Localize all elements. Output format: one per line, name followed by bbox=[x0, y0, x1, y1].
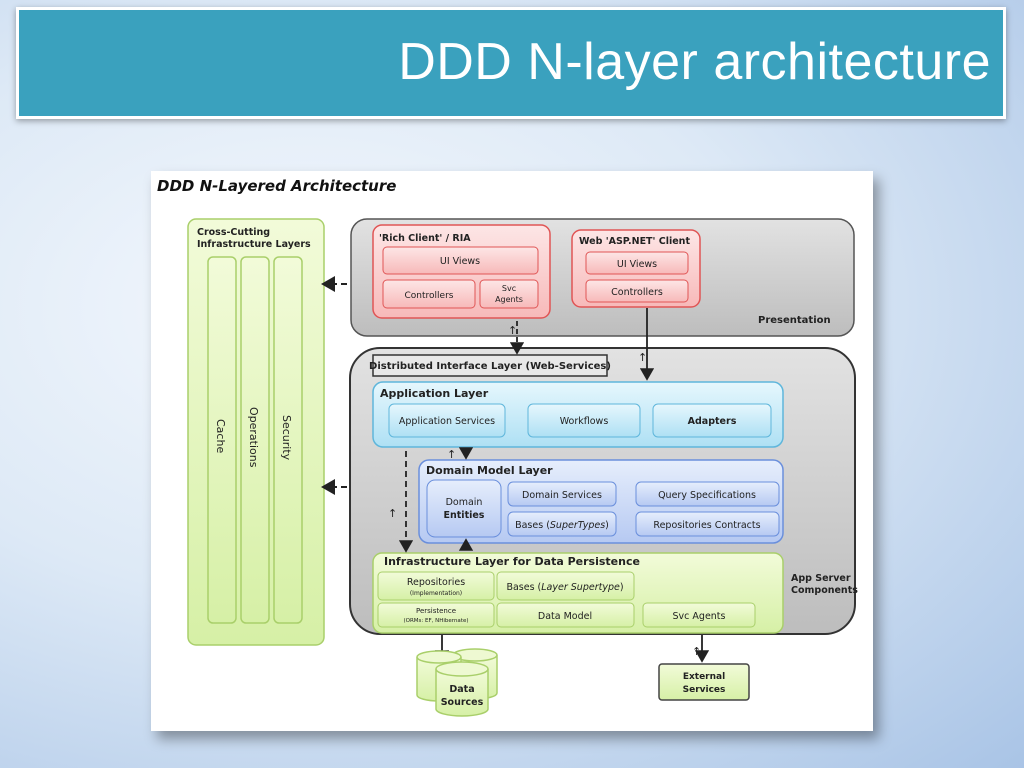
architecture-diagram: DDD N-Layered Architecture Cross-Cutting… bbox=[157, 177, 858, 717]
slide-title-bar: DDD N-layer architecture bbox=[16, 7, 1006, 119]
application-services-label: Application Services bbox=[399, 416, 495, 427]
web-client-title: Web 'ASP.NET' Client bbox=[579, 236, 690, 247]
domain-model-layer: Domain Model Layer Domain Entities Domai… bbox=[418, 459, 784, 544]
domain-entities-1: Domain bbox=[446, 497, 483, 508]
external-services-label-1: External bbox=[683, 672, 725, 682]
operations-label: Operations bbox=[247, 407, 260, 468]
svg-text:↑: ↑ bbox=[447, 448, 456, 461]
data-sources-label-2: Sources bbox=[441, 697, 484, 708]
web-client-box: Web 'ASP.NET' Client UI Views Controller… bbox=[571, 229, 701, 308]
rich-client-ui-views: UI Views bbox=[440, 256, 480, 267]
cross-cutting-title-1: Cross-Cutting bbox=[197, 227, 270, 238]
presentation-label: Presentation bbox=[758, 315, 831, 326]
svg-text:↑: ↑ bbox=[638, 351, 647, 364]
slide-title: DDD N-layer architecture bbox=[398, 33, 991, 91]
cache-label: Cache bbox=[214, 419, 227, 453]
web-client-ui-views: UI Views bbox=[617, 259, 657, 270]
external-services: External Services bbox=[658, 663, 750, 701]
application-layer: Application Layer Application Services W… bbox=[372, 381, 784, 448]
svg-text:↑: ↑ bbox=[388, 507, 397, 520]
workflows-label: Workflows bbox=[560, 416, 609, 427]
cross-cutting-layer: Cross-Cutting Infrastructure Layers Cach… bbox=[187, 218, 325, 646]
svg-text:↑: ↑ bbox=[508, 324, 517, 337]
infrastructure-layer: Infrastructure Layer for Data Persistenc… bbox=[372, 552, 784, 634]
repo-contracts-label: Repositories Contracts bbox=[653, 520, 760, 531]
small-up-arrows: ↑ ↑ ↑ ↑ ↑ bbox=[388, 324, 701, 658]
infra-bases-prefix: Bases ( bbox=[506, 582, 541, 593]
domain-layer-title: Domain Model Layer bbox=[426, 464, 553, 477]
diagram-panel: DDD N-Layered Architecture Cross-Cutting… bbox=[151, 171, 873, 731]
adapters-label: Adapters bbox=[688, 416, 737, 427]
svg-text:↑: ↑ bbox=[692, 645, 701, 658]
external-services-label-2: Services bbox=[683, 685, 726, 695]
infrastructure-title: Infrastructure Layer for Data Persistenc… bbox=[384, 555, 640, 568]
data-sources: Data Sources bbox=[416, 648, 498, 717]
distributed-interface-box: Distributed Interface Layer (Web-Service… bbox=[369, 354, 611, 377]
repositories-sub: (Implementation) bbox=[410, 590, 462, 597]
security-label: Security bbox=[280, 415, 293, 461]
domain-services-label: Domain Services bbox=[522, 490, 602, 501]
distributed-interface-label: Distributed Interface Layer (Web-Service… bbox=[369, 361, 611, 372]
web-client-controllers: Controllers bbox=[611, 287, 663, 298]
cross-cutting-title-2: Infrastructure Layers bbox=[197, 239, 311, 250]
domain-bases-suffix: ) bbox=[605, 520, 609, 531]
app-server-label-2: Components bbox=[791, 585, 858, 596]
domain-bases-prefix: Bases ( bbox=[515, 520, 550, 531]
rich-client-box: 'Rich Client' / RIA UI Views Controllers… bbox=[372, 224, 551, 319]
domain-bases-italic: SuperTypes bbox=[550, 520, 605, 531]
domain-entities-2: Entities bbox=[444, 510, 485, 521]
infra-bases-suffix: ) bbox=[620, 582, 624, 593]
rich-client-svc-agents-1: Svc bbox=[502, 284, 516, 293]
repositories-label: Repositories bbox=[407, 577, 465, 588]
rich-client-title: 'Rich Client' / RIA bbox=[379, 233, 471, 244]
infra-svc-agents-label: Svc Agents bbox=[673, 611, 726, 622]
diagram-title: DDD N-Layered Architecture bbox=[157, 177, 396, 195]
persistence-sub: (ORMs: EF, NHibernate) bbox=[403, 618, 468, 624]
rich-client-svc-agents-2: Agents bbox=[495, 295, 523, 304]
app-server-label-1: App Server bbox=[791, 573, 851, 584]
application-layer-title: Application Layer bbox=[380, 387, 489, 400]
presentation-layer: Presentation 'Rich Client' / RIA UI View… bbox=[350, 218, 855, 337]
infra-bases-label: Bases (Layer Supertype) bbox=[506, 582, 623, 593]
data-model-label: Data Model bbox=[538, 611, 592, 622]
infra-bases-italic: Layer Supertype bbox=[541, 582, 620, 593]
domain-bases-label: Bases (SuperTypes) bbox=[515, 520, 609, 531]
rich-client-controllers: Controllers bbox=[405, 291, 454, 301]
query-specs-label: Query Specifications bbox=[658, 490, 756, 501]
data-sources-label-1: Data bbox=[449, 684, 474, 695]
persistence-label: Persistence bbox=[416, 607, 456, 615]
